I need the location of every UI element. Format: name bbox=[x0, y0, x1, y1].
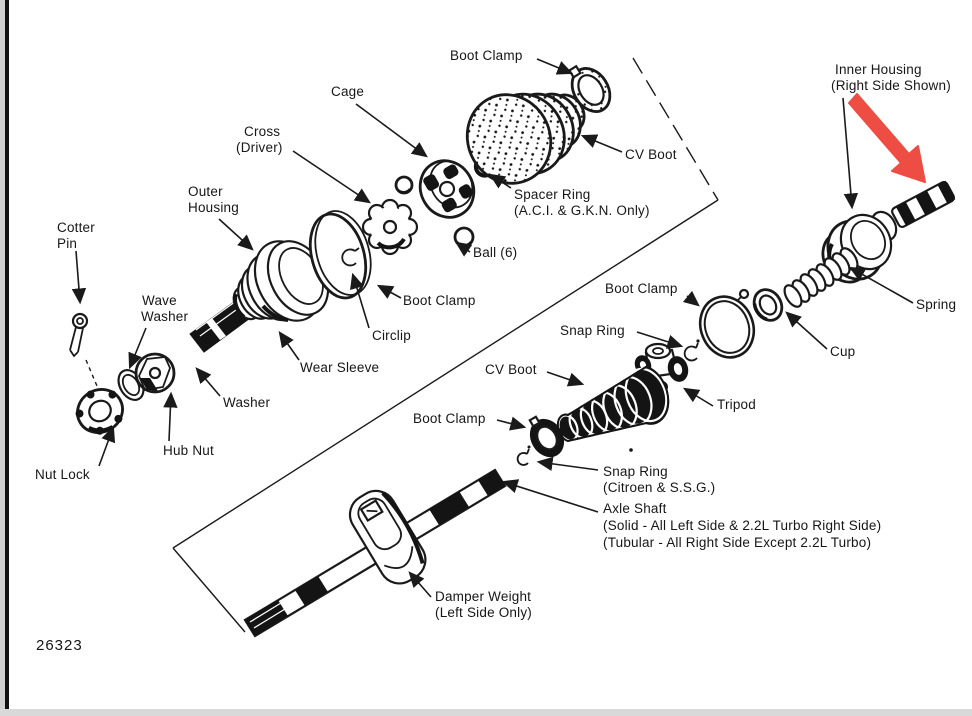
label-cv-boot-top: CV Boot bbox=[625, 147, 677, 162]
ball-part bbox=[394, 175, 414, 195]
label-tripod: Tripod bbox=[717, 397, 756, 412]
boot-clamp-top-part bbox=[567, 64, 612, 113]
label-hub-nut: Hub Nut bbox=[163, 443, 214, 458]
cross-leader bbox=[292, 150, 371, 204]
label-snap-ring-mid: Snap Ring bbox=[560, 323, 625, 338]
hub-nut-part bbox=[134, 352, 176, 394]
label-damper-weight-line1: Damper Weight bbox=[435, 589, 532, 604]
cv-boot-top-leader bbox=[580, 134, 623, 153]
boot-clamp-mid-leader bbox=[682, 290, 700, 307]
label-inner-housing-line2: (Right Side Shown) bbox=[831, 78, 951, 93]
snap-ring-mid-leader bbox=[636, 331, 684, 349]
label-damper-weight-line2: (Left Side Only) bbox=[435, 605, 532, 620]
axle-shaft-leader bbox=[501, 479, 599, 513]
label-cotter-pin-line1: Cotter bbox=[57, 220, 95, 235]
inner-housing-leader bbox=[842, 97, 859, 210]
label-outer-housing-line2: Housing bbox=[188, 200, 239, 215]
left-edge-border-line bbox=[5, 0, 9, 716]
snap-ring-mid-part bbox=[683, 339, 700, 362]
label-cotter-pin-line2: Pin bbox=[57, 236, 78, 251]
snap-ring-citroen-part bbox=[516, 445, 531, 466]
label-cross-line2: (Driver) bbox=[236, 140, 283, 155]
bottom-edge-strip bbox=[0, 709, 972, 716]
spacer-ring-leader bbox=[488, 173, 512, 189]
label-wave-washer-line2: Washer bbox=[141, 309, 189, 324]
boot-clamp-mid-part bbox=[698, 288, 756, 359]
nut-lock-leader bbox=[98, 425, 116, 467]
boot-clamp-lower-leader bbox=[496, 416, 527, 431]
nut-lock-part bbox=[75, 388, 124, 435]
cage-leader bbox=[355, 103, 428, 158]
wave-washer-leader bbox=[128, 327, 147, 370]
label-axle-shaft-line2: (Solid - All Left Side & 2.2L Turbo Righ… bbox=[603, 518, 882, 533]
label-boot-clamp-upper: Boot Clamp bbox=[403, 293, 476, 308]
label-wear-sleeve: Wear Sleeve bbox=[300, 360, 380, 375]
label-circlip: Circlip bbox=[372, 328, 411, 343]
cv-boot-top-part bbox=[465, 92, 586, 185]
figure-number: 26323 bbox=[36, 637, 83, 654]
ball-leader bbox=[455, 241, 473, 257]
leader-arrows bbox=[71, 58, 914, 598]
label-cup: Cup bbox=[830, 344, 856, 359]
label-spacer-ring-line2: (A.C.I. & G.K.N. Only) bbox=[514, 203, 650, 218]
cross-driver-part bbox=[361, 198, 419, 256]
label-axle-shaft-line1: Axle Shaft bbox=[603, 501, 667, 516]
cv-boot-mid-leader bbox=[546, 371, 585, 387]
hub-nut-leader bbox=[163, 391, 178, 442]
label-ball: Ball (6) bbox=[473, 245, 518, 260]
label-boot-clamp-lower: Boot Clamp bbox=[413, 411, 486, 426]
boot-clamp-lower-part bbox=[528, 415, 565, 458]
circlip-leader bbox=[350, 272, 370, 329]
left-edge-gray-strip bbox=[0, 0, 5, 716]
label-spring: Spring bbox=[916, 297, 957, 312]
label-nut-lock: Nut Lock bbox=[35, 467, 90, 482]
outer-housing-leader bbox=[218, 218, 254, 251]
boot-clamp-top-leader bbox=[536, 58, 574, 75]
spring-leader bbox=[848, 266, 914, 304]
label-axle-shaft-line3: (Tubular - All Right Side Except 2.2L Tu… bbox=[603, 535, 872, 550]
wear-sleeve-leader bbox=[278, 331, 300, 361]
label-snap-ring-citroen-line1: Snap Ring bbox=[603, 464, 668, 479]
boot-clamp-upper-leader bbox=[376, 284, 402, 299]
label-spacer-ring-line1: Spacer Ring bbox=[514, 187, 591, 202]
snap-ring-citroen-leader bbox=[536, 456, 599, 471]
stray-dot bbox=[629, 448, 633, 452]
cup-leader bbox=[785, 311, 828, 350]
label-snap-ring-citroen-line2: (Citroen & S.S.G.) bbox=[603, 480, 716, 495]
label-cage: Cage bbox=[331, 84, 365, 99]
cup-part bbox=[752, 288, 784, 322]
label-washer: Washer bbox=[223, 395, 271, 410]
label-wave-washer-line1: Wave bbox=[142, 293, 177, 308]
cotter-pin-leader bbox=[71, 250, 87, 305]
cv-boot-inner-part bbox=[556, 365, 670, 443]
tripod-leader bbox=[682, 387, 714, 407]
damper-weight-part bbox=[348, 489, 427, 585]
label-outer-housing-line1: Outer bbox=[188, 184, 223, 199]
cotter-pin-part bbox=[69, 312, 98, 387]
washer-leader bbox=[195, 367, 221, 397]
alignment-guide-lines bbox=[172, 57, 719, 633]
label-boot-clamp-top: Boot Clamp bbox=[450, 48, 523, 63]
label-inner-housing-line1: Inner Housing bbox=[835, 62, 922, 77]
red-highlight-arrow bbox=[848, 93, 926, 183]
label-boot-clamp-mid: Boot Clamp bbox=[605, 281, 678, 296]
label-cv-boot-mid: CV Boot bbox=[485, 362, 537, 377]
label-cross-line1: Cross bbox=[244, 124, 281, 139]
damper-weight-leader bbox=[408, 571, 432, 598]
cage-part bbox=[418, 159, 476, 219]
spring-part bbox=[783, 247, 859, 308]
